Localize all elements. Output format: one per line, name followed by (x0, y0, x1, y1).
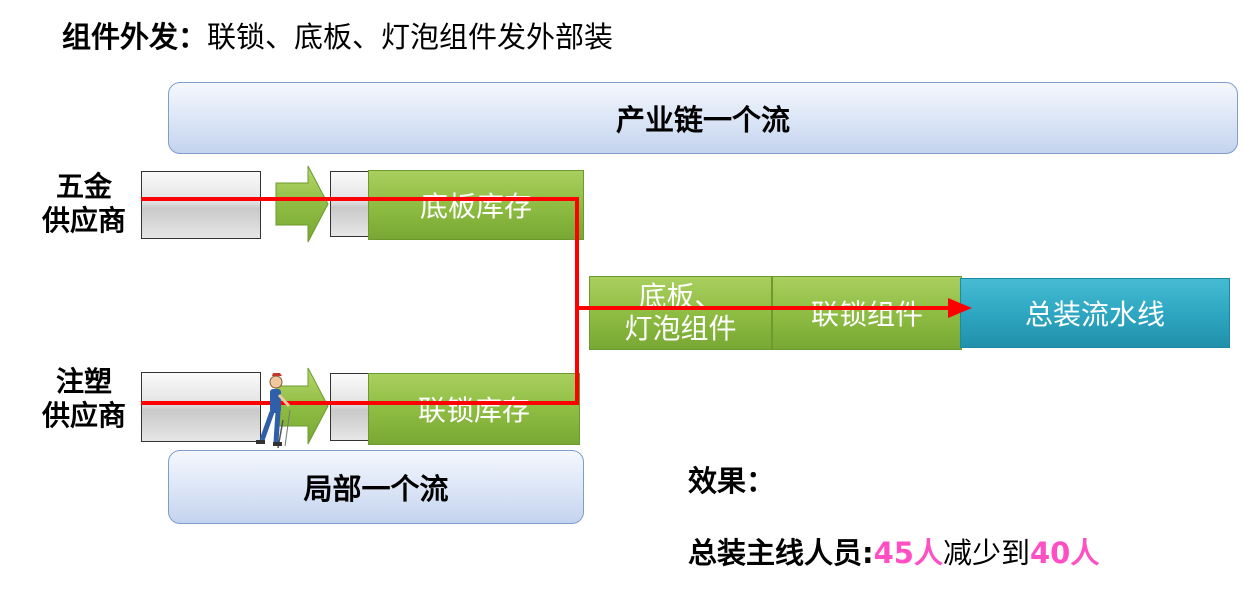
supplier-plastic: 注塑 供应商 (14, 365, 154, 433)
effect-before: 45人 (873, 536, 943, 570)
flow-line-bottom (141, 308, 579, 405)
title-text: 联锁、底板、灯泡组件发外部装 (207, 20, 614, 54)
flow-arrowhead-icon (948, 298, 972, 318)
lock-inventory-box: 联锁库存 (368, 373, 580, 445)
plastic-buffer-box (330, 373, 370, 441)
plastic-supplier-box (141, 372, 261, 442)
banner-bottom-label: 局部一个流 (303, 472, 449, 506)
worker-icon (256, 373, 291, 449)
effect-after: 40人 (1029, 536, 1100, 570)
title-label: 组件外发： (62, 20, 208, 54)
lock-inventory-label: 联锁库存 (417, 394, 530, 427)
supplier-plastic-line2: 供应商 (41, 399, 126, 432)
supplier-metal-line2: 供应商 (41, 204, 126, 237)
metal-supplier-box (141, 171, 261, 239)
banner-industry-chain-flow: 产业链一个流 (168, 82, 1238, 154)
page-title: 组件外发：联锁、底板、灯泡组件发外部装 (62, 14, 613, 56)
flow-line-top (141, 197, 579, 308)
supplier-metal: 五金 供应商 (14, 170, 154, 238)
effect-label: 效果： (688, 464, 776, 498)
base-bulb-assembly-box: 底板、 灯泡组件 (589, 276, 772, 350)
lock-assembly-box: 联锁组件 (772, 276, 962, 350)
combo-line2: 灯泡组件 (624, 312, 737, 345)
supplier-plastic-line1: 注塑 (55, 365, 112, 398)
effect-prefix: 总装主线人员: (688, 536, 874, 570)
lock-assembly-label: 联锁组件 (810, 298, 923, 331)
green-arrow-top-icon (275, 165, 329, 243)
supplier-metal-line1: 五金 (55, 170, 112, 203)
base-inventory-label: 底板库存 (419, 190, 532, 223)
final-assembly-line-box: 总装流水线 (960, 278, 1230, 348)
base-inventory-box: 底板库存 (368, 170, 584, 240)
banner-local-flow: 局部一个流 (168, 450, 584, 524)
effect-result: 总装主线人员:45人减少到40人 (688, 530, 1099, 572)
effect-middle: 减少到 (942, 536, 1030, 570)
banner-top-label: 产业链一个流 (615, 103, 790, 137)
final-line-label: 总装流水线 (1024, 298, 1165, 331)
